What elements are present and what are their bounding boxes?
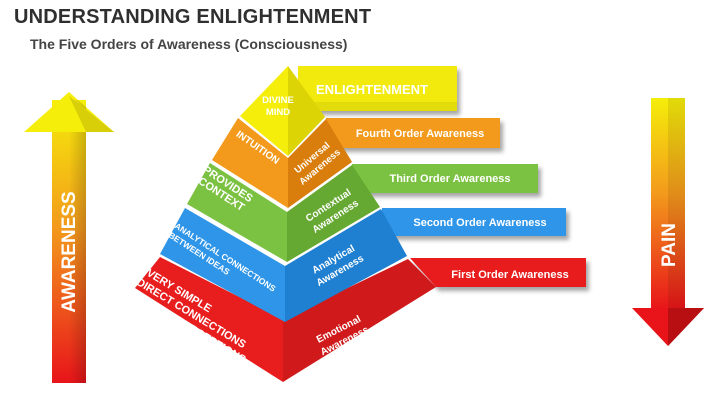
level-first-front-face	[283, 259, 436, 382]
page-title: UNDERSTANDING ENLIGHTENMENT	[14, 6, 372, 28]
level-enlightenment-left-face	[240, 66, 288, 156]
banner-enlightenment-label: ENLIGHTENMENT	[316, 82, 428, 97]
banner-fourth-label: Fourth Order Awareness	[356, 128, 484, 140]
level-third-left-face	[187, 163, 287, 262]
banner-first: First Order Awareness	[410, 258, 586, 287]
level-enlightenment: DIVINE MIND	[240, 66, 325, 156]
level-first-left-face	[135, 257, 283, 382]
banner-first-label: First Order Awareness	[451, 269, 568, 281]
level-enlightenment-left-line2: MIND	[266, 107, 290, 118]
banner-second: Second Order Awareness	[382, 208, 566, 236]
pain-arrow: PAIN	[632, 98, 704, 346]
awareness-arrow: AWARENESS	[24, 92, 114, 383]
level-third-front-face	[287, 165, 380, 262]
level-second: ANALYTICAL CONNECTIONS BETWEEN IDEAS Ana…	[160, 208, 407, 322]
level-fourth: INTUITION Universal Awareness	[212, 118, 352, 208]
pain-label: PAIN	[659, 223, 680, 267]
level-second-front-face	[285, 209, 407, 322]
page-subtitle: The Five Orders of Awareness (Consciousn…	[30, 36, 348, 52]
level-second-left-face	[160, 208, 285, 322]
level-fourth-left-face	[212, 118, 288, 208]
level-enlightenment-front-face	[288, 66, 325, 156]
banner-third-label: Third Order Awareness	[389, 173, 510, 185]
level-fourth-front-face	[288, 119, 352, 208]
level-third: PROVIDES CONTEXT Contextual Awareness	[187, 163, 380, 262]
banner-third: Third Order Awareness	[352, 164, 538, 193]
banner-fourth: Fourth Order Awareness	[326, 118, 500, 148]
level-enlightenment-left-line1: DIVINE	[262, 95, 294, 106]
banner-enlightenment: ENLIGHTENMENT	[298, 66, 457, 111]
awareness-label: AWARENESS	[59, 191, 80, 312]
banner-second-label: Second Order Awareness	[413, 217, 546, 229]
